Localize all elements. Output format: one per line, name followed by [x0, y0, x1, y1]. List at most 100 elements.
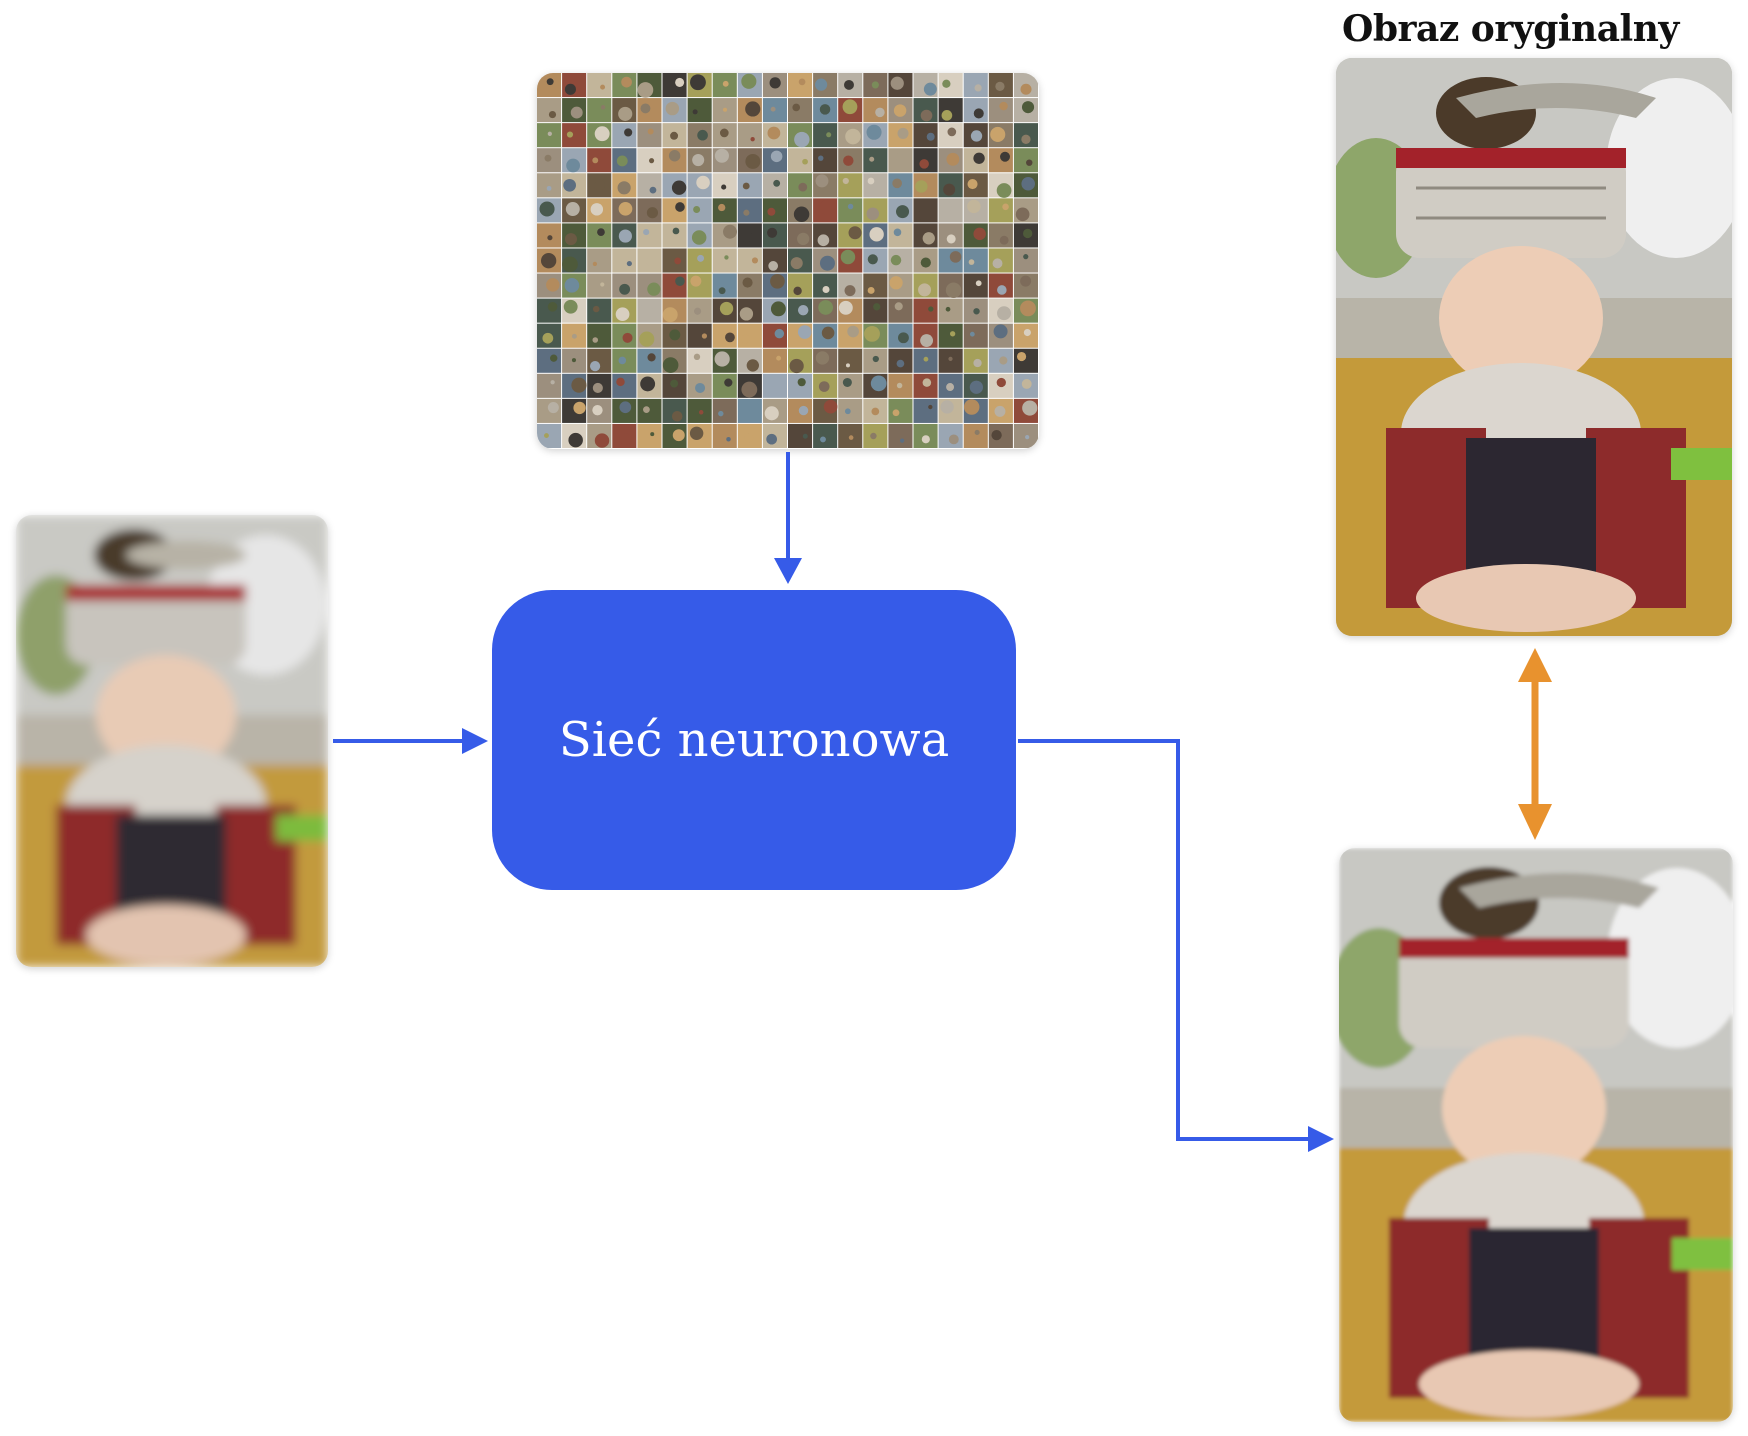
- mosaic-tile-detail: [948, 434, 959, 445]
- mosaic-tile-detail: [618, 356, 627, 365]
- mosaic-tile: [888, 423, 913, 448]
- reconstructed-output-image: [1339, 848, 1733, 1422]
- mosaic-tile-detail: [616, 155, 628, 167]
- mosaic-tile-detail: [697, 254, 705, 262]
- mosaic-tile-detail: [847, 203, 854, 210]
- mosaic-tile-detail: [670, 131, 679, 140]
- mosaic-tile-detail: [967, 199, 981, 214]
- mosaic-tile-detail: [815, 78, 828, 91]
- mosaic-tile: [637, 123, 662, 148]
- mosaic-tile-detail: [568, 432, 583, 448]
- mosaic-tile-detail: [993, 324, 1008, 339]
- mosaic-tile: [712, 398, 737, 423]
- mosaic-tile-detail: [867, 177, 875, 185]
- mosaic-tile-detail: [639, 331, 655, 347]
- mosaic-tile-detail: [1021, 379, 1032, 389]
- mosaic-tile: [988, 98, 1013, 123]
- mosaic-tile: [813, 273, 838, 298]
- original-sharp-image: [1336, 58, 1732, 636]
- arrowhead-compare-down: [1518, 804, 1552, 840]
- mosaic-tile: [888, 298, 913, 323]
- mosaic-tile-detail: [945, 306, 951, 312]
- neural-network-label: Sieć neuronowa: [558, 712, 950, 768]
- mosaic-tile-detail: [764, 406, 779, 421]
- mosaic-tile-detail: [768, 261, 779, 271]
- mosaic-tile-detail: [745, 101, 761, 117]
- mosaic-tile-detail: [1016, 351, 1027, 362]
- mosaic-tile-detail: [722, 80, 729, 87]
- mosaic-tile-detail: [692, 109, 698, 115]
- mosaic-tile-detail: [546, 278, 560, 292]
- mosaic-tile-detail: [999, 235, 1009, 245]
- mosaic-tile-detail: [672, 429, 685, 442]
- mosaic-tile-detail: [843, 155, 854, 166]
- mosaic-tile-detail: [692, 154, 705, 167]
- mosaic-tile-detail: [1020, 275, 1032, 287]
- mosaic-tile-detail: [718, 203, 726, 212]
- mosaic-tile-detail: [994, 405, 1006, 417]
- mosaic-tile-detail: [748, 402, 761, 414]
- mosaic-tile-detail: [898, 332, 909, 344]
- mosaic-tile-detail: [573, 401, 586, 415]
- mosaic-tile-detail: [893, 104, 907, 117]
- mosaic-tile: [913, 298, 938, 323]
- mosaic-tile-detail: [872, 355, 879, 363]
- mosaic-tile-detail: [767, 207, 776, 216]
- mosaic-tile-detail: [739, 307, 754, 321]
- mosaic-tile-detail: [919, 159, 929, 169]
- mosaic-tile: [737, 173, 762, 198]
- mosaic-tile-detail: [920, 109, 933, 122]
- mosaic-tile-detail: [594, 126, 610, 142]
- mosaic-tile: [988, 223, 1013, 248]
- mosaic-tile-detail: [592, 382, 603, 393]
- arrow-network-to-output: [1018, 739, 1310, 1141]
- mosaic-tile-detail: [969, 331, 975, 337]
- mosaic-tile-detail: [742, 182, 750, 190]
- mosaic-tile-detail: [844, 79, 854, 90]
- mosaic-tile-detail: [798, 405, 809, 416]
- mosaic-tile: [863, 148, 888, 173]
- mosaic-tile-detail: [1015, 207, 1030, 222]
- mosaic-tile-detail: [1020, 83, 1032, 95]
- mosaic-tile-detail: [875, 107, 885, 118]
- mosaic-tile-detail: [616, 377, 625, 387]
- mosaic-tile-detail: [742, 277, 753, 288]
- mosaic-tile-detail: [647, 282, 661, 296]
- mosaic-tile-detail: [797, 232, 810, 246]
- mosaic-tile-detail: [643, 406, 650, 414]
- mosaic-tile-detail: [725, 332, 735, 343]
- mosaic-tile-detail: [793, 206, 810, 222]
- mosaic-tile: [587, 298, 612, 323]
- mosaic-tile-detail: [1021, 176, 1035, 191]
- mosaic-tile-detail: [946, 234, 956, 244]
- mosaic-tile-detail: [600, 105, 606, 110]
- mosaic-tile-detail: [548, 110, 557, 119]
- mosaic-tile: [813, 148, 838, 173]
- mosaic-tile-detail: [915, 180, 928, 193]
- mosaic-tile-detail: [547, 131, 552, 136]
- mosaic-tile: [963, 248, 988, 273]
- mosaic-tile-detail: [773, 179, 781, 187]
- mosaic-tile-detail: [637, 82, 654, 98]
- mosaic-tile-detail: [540, 253, 557, 269]
- mosaic-tile-detail: [1023, 328, 1031, 337]
- mosaic-tile: [587, 73, 612, 98]
- mosaic-tile-detail: [539, 201, 555, 217]
- mosaic-tile-detail: [997, 285, 1007, 295]
- mosaic-tile-detail: [597, 228, 605, 236]
- mosaic-tile-detail: [690, 74, 706, 91]
- mosaic-tile-detail: [770, 150, 783, 163]
- mosaic-tile: [938, 323, 963, 348]
- mosaic-tile-detail: [770, 273, 785, 289]
- mosaic-tile-detail: [650, 432, 655, 437]
- mosaic-tile-detail: [698, 410, 704, 415]
- mosaic-tile-detail: [566, 158, 580, 173]
- mosaic-tile-detail: [869, 227, 884, 242]
- mosaic-tile-detail: [896, 205, 910, 219]
- mosaic-tile-detail: [562, 256, 578, 273]
- mosaic-tile: [838, 348, 863, 373]
- mosaic-tile-detail: [547, 302, 558, 312]
- mosaic-tile-detail: [996, 377, 1006, 388]
- mosaic-tile: [1013, 148, 1038, 173]
- mosaic-tile-detail: [646, 207, 658, 219]
